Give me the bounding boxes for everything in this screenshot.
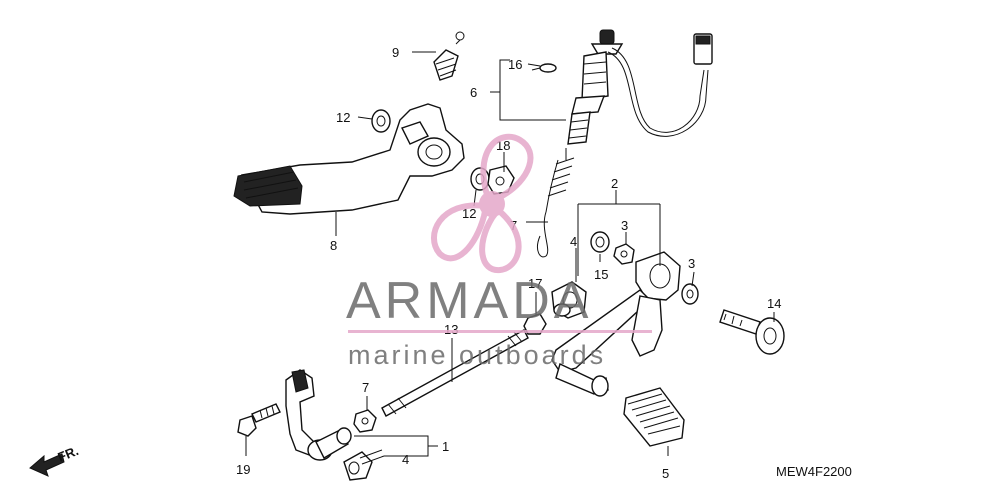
watermark-tagline: marine outboards bbox=[348, 340, 606, 370]
part-tie-rod bbox=[381, 329, 529, 417]
callout-4-lower: 4 bbox=[402, 452, 409, 467]
part-pin bbox=[531, 63, 557, 73]
diagram-code: MEW4F2200 bbox=[776, 464, 852, 479]
front-direction-arrow: FR. bbox=[29, 443, 81, 477]
callout-12-top: 12 bbox=[336, 110, 350, 125]
callout-10: 9 bbox=[392, 45, 399, 60]
part-clip bbox=[487, 165, 515, 195]
callout-3-right: 3 bbox=[688, 256, 695, 271]
part-ball-joint-lower bbox=[343, 449, 385, 481]
part-nut-3-upper bbox=[613, 243, 635, 265]
callout-16: 16 bbox=[508, 57, 522, 72]
callout-5: 5 bbox=[662, 466, 669, 481]
part-brake-pedal bbox=[233, 103, 465, 215]
callout-14: 14 bbox=[767, 296, 781, 311]
leader-lines bbox=[245, 51, 775, 457]
part-shift-rubber bbox=[623, 387, 685, 447]
callout-1: 1 bbox=[442, 439, 449, 454]
callout-15: 15 bbox=[594, 267, 608, 282]
part-bolt-19 bbox=[237, 403, 281, 437]
propeller-logo-icon bbox=[431, 133, 534, 273]
callout-12-middle: 12 bbox=[462, 206, 476, 221]
callout-3-upper: 3 bbox=[621, 218, 628, 233]
part-pivot-bolt bbox=[719, 309, 785, 355]
callout-4-upper: 4 bbox=[570, 234, 577, 249]
direction-marker: FR. bbox=[56, 443, 81, 465]
part-washer-15 bbox=[590, 231, 610, 253]
watermark-brand: ARMADA bbox=[346, 272, 592, 330]
callout-13: 13 bbox=[444, 322, 458, 337]
part-washer-top bbox=[371, 109, 391, 133]
part-nut-8 bbox=[353, 409, 377, 433]
part-shift-lever bbox=[285, 369, 352, 461]
callout-17: 17 bbox=[528, 276, 542, 291]
callout-19: 19 bbox=[236, 462, 250, 477]
part-brake-switch bbox=[567, 29, 713, 145]
part-washer-3-right bbox=[681, 283, 699, 305]
part-spring-long bbox=[537, 148, 575, 258]
part-nut-17 bbox=[523, 313, 547, 335]
part-spring-small bbox=[433, 31, 465, 81]
part-gearshift-arm bbox=[551, 251, 681, 397]
callout-2: 2 bbox=[611, 176, 618, 191]
callout-labels: 9 12 8 16 6 18 12 7 2 4 15 3 3 14 17 13 … bbox=[236, 45, 852, 481]
callout-8: 7 bbox=[362, 380, 369, 395]
callout-9: 8 bbox=[330, 238, 337, 253]
watermark: ARMADA marine outboards bbox=[346, 133, 652, 370]
callout-6: 6 bbox=[470, 85, 477, 100]
